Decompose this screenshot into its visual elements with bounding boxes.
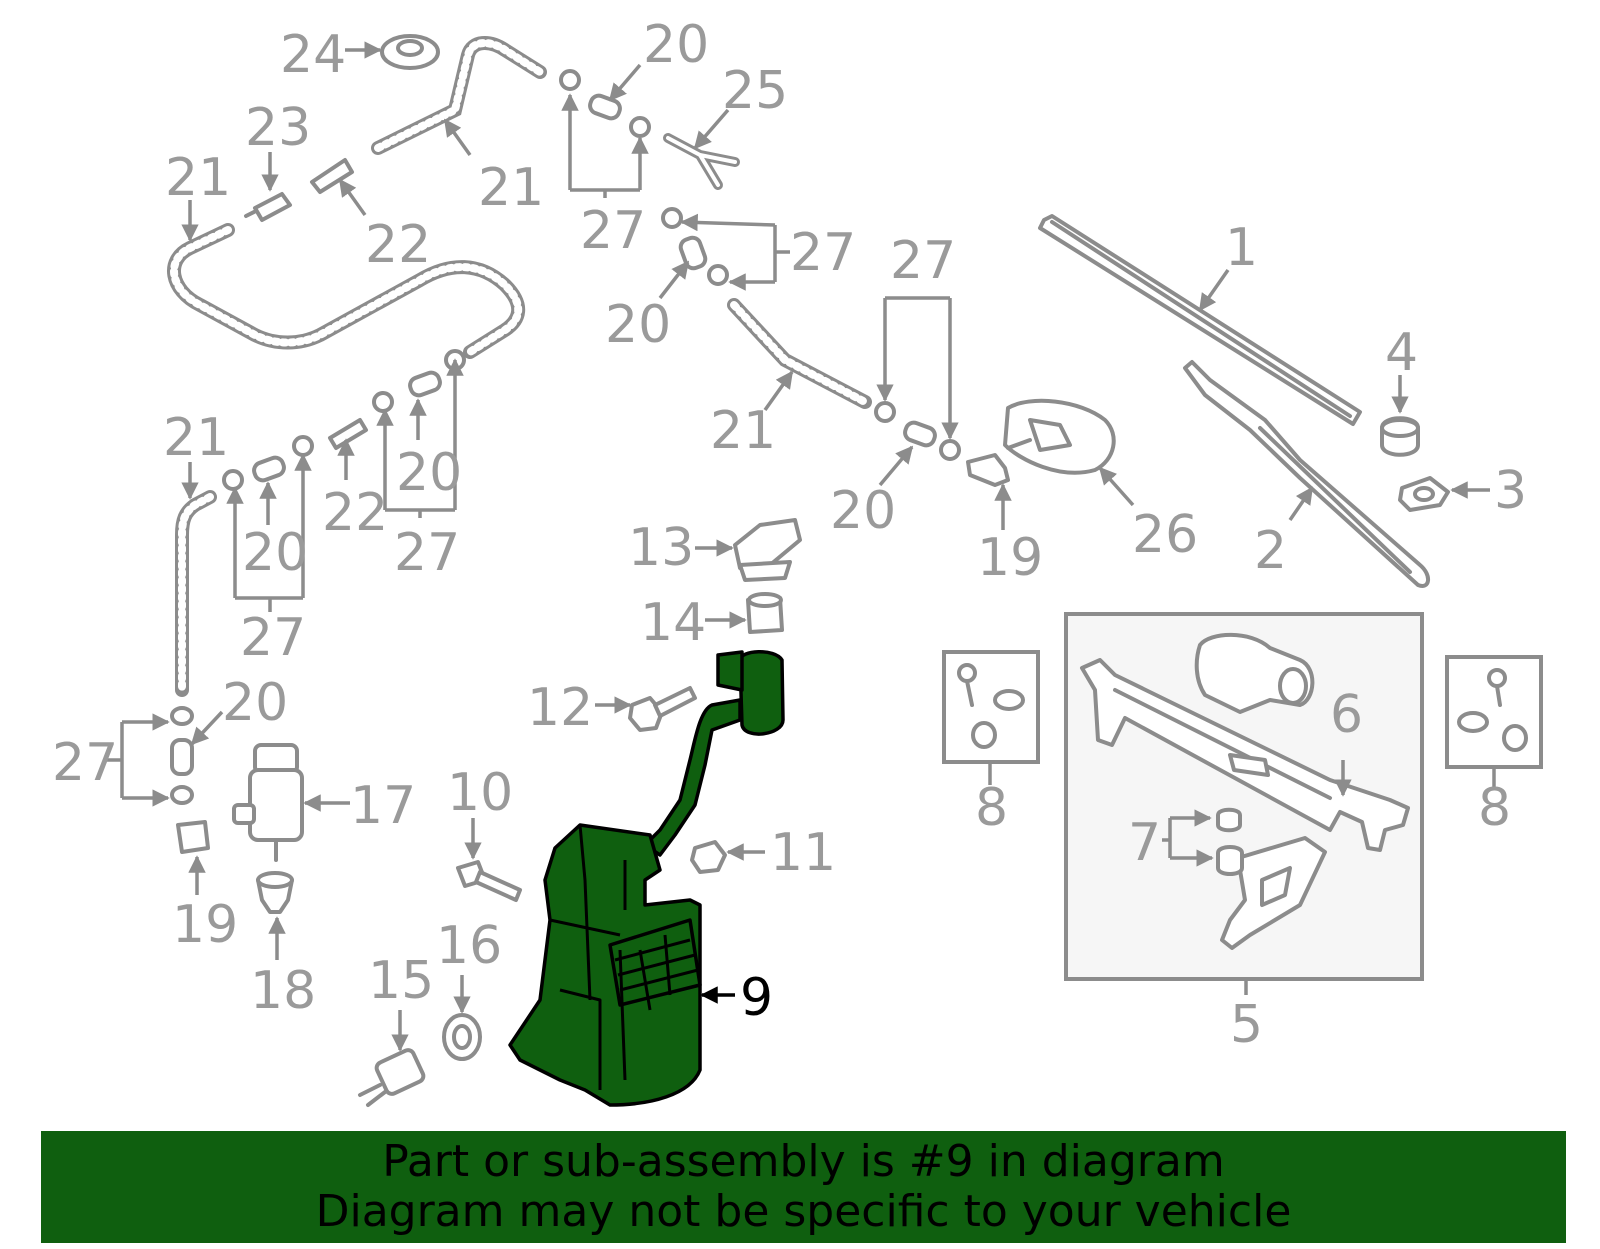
callout-8-right: 8 <box>1478 778 1511 838</box>
callout-22-top: 22 <box>365 215 431 275</box>
clip-27-d <box>707 264 729 286</box>
washer-reservoir-9 <box>508 650 785 1107</box>
callout-20-d: 20 <box>396 443 462 503</box>
elbow-19-left <box>176 820 210 854</box>
clip-27-f <box>939 439 961 461</box>
callout-27-d: 27 <box>394 523 460 583</box>
callout-16: 16 <box>436 916 502 976</box>
connector-22-top <box>310 158 354 194</box>
clip-27-b <box>629 116 651 138</box>
connector-20-f <box>170 738 194 776</box>
callout-27-b: 27 <box>790 223 856 283</box>
callout-27-c: 27 <box>890 231 956 291</box>
callout-25: 25 <box>722 61 788 121</box>
callout-12: 12 <box>527 678 593 738</box>
banner-line-disclaimer: Diagram may not be specific to your vehi… <box>315 1186 1292 1237</box>
level-sensor-15 <box>358 1048 426 1107</box>
hose-middle <box>727 298 872 409</box>
grommet-16 <box>442 1013 482 1061</box>
filler-cap-13 <box>733 518 802 582</box>
callout-22-bottom: 22 <box>322 483 388 543</box>
bolt-12 <box>628 686 697 732</box>
clip-27-e <box>874 401 896 423</box>
clip-27-i <box>292 435 314 457</box>
callout-17: 17 <box>350 776 416 836</box>
callout-14: 14 <box>640 593 706 653</box>
grommet-24 <box>380 34 440 70</box>
callout-6: 6 <box>1330 685 1363 745</box>
grommet-18 <box>256 871 294 914</box>
bolt-10 <box>456 860 522 902</box>
cap-4 <box>1380 416 1420 457</box>
callout-9: 9 <box>740 968 773 1028</box>
leader-lines <box>105 41 1496 1052</box>
connector-20-d <box>408 370 442 398</box>
parts-diagram: 1 2 3 4 5 6 7 8 8 9 10 11 12 13 14 15 16… <box>52 15 1543 1107</box>
nozzle-26 <box>1003 398 1116 475</box>
info-banner: Part or sub-assembly is #9 in diagram Di… <box>41 1131 1566 1243</box>
callout-5: 5 <box>1230 995 1263 1055</box>
callout-20-a: 20 <box>643 15 709 75</box>
hardware-kit-right <box>1445 655 1543 769</box>
callout-10: 10 <box>447 763 513 823</box>
callout-2: 2 <box>1254 521 1287 581</box>
callout-15: 15 <box>368 951 434 1011</box>
strainer-14 <box>746 592 784 634</box>
connector-20-a <box>588 93 622 121</box>
wiper-arm-2 <box>1183 360 1430 588</box>
callout-7: 7 <box>1128 813 1161 873</box>
hose-main-loop <box>167 223 526 359</box>
hose-upper <box>371 36 547 155</box>
clip-27-l <box>170 785 194 805</box>
callout-24: 24 <box>280 25 346 85</box>
elbow-19-right <box>966 453 1010 487</box>
connector-20-b <box>678 235 708 271</box>
callout-27-e: 27 <box>240 608 306 668</box>
callout-21-b: 21 <box>478 158 544 218</box>
callout-20-b: 20 <box>605 295 671 355</box>
check-valve-23 <box>244 192 292 222</box>
callout-27-f: 27 <box>52 733 118 793</box>
wiper-blade-1 <box>1038 214 1362 426</box>
callout-11: 11 <box>770 823 836 883</box>
tee-connector-25 <box>663 133 740 190</box>
callout-26: 26 <box>1132 505 1198 565</box>
callout-21-c: 21 <box>710 401 776 461</box>
wiper-linkage-assembly-box <box>1064 612 1424 981</box>
connector-20-e <box>252 455 286 483</box>
clip-27-c <box>661 207 683 229</box>
callout-20-f: 20 <box>222 673 288 733</box>
callout-18: 18 <box>250 961 316 1021</box>
connector-20-c <box>903 420 937 448</box>
callout-13: 13 <box>628 518 694 578</box>
clip-27-a <box>559 69 581 91</box>
callout-1: 1 <box>1225 218 1258 278</box>
nut-11 <box>690 840 727 874</box>
hose-left-vertical <box>175 490 217 697</box>
callout-21-d: 21 <box>163 408 229 468</box>
nut-3 <box>1398 476 1450 512</box>
clip-27-k <box>170 706 194 726</box>
callout-20-c: 20 <box>830 481 896 541</box>
banner-line-part: Part or sub-assembly is #9 in diagram <box>382 1136 1225 1187</box>
callout-19-left: 19 <box>172 895 238 955</box>
clip-27-j <box>222 469 244 491</box>
callout-19-right: 19 <box>977 528 1043 588</box>
callout-labels: 1 2 3 4 5 6 7 8 8 9 10 11 12 13 14 15 16… <box>52 15 1527 1055</box>
washer-pump-17 <box>232 743 304 862</box>
callout-23: 23 <box>245 98 311 158</box>
callout-27-a: 27 <box>580 201 646 261</box>
connector-22-bottom <box>328 418 368 450</box>
callout-4: 4 <box>1385 323 1418 383</box>
callout-20-e: 20 <box>242 523 308 583</box>
hardware-kit-left <box>942 650 1040 764</box>
callout-8-left: 8 <box>975 778 1008 838</box>
callout-3: 3 <box>1494 461 1527 521</box>
callout-21-a: 21 <box>165 148 231 208</box>
clip-27-h <box>372 391 394 413</box>
